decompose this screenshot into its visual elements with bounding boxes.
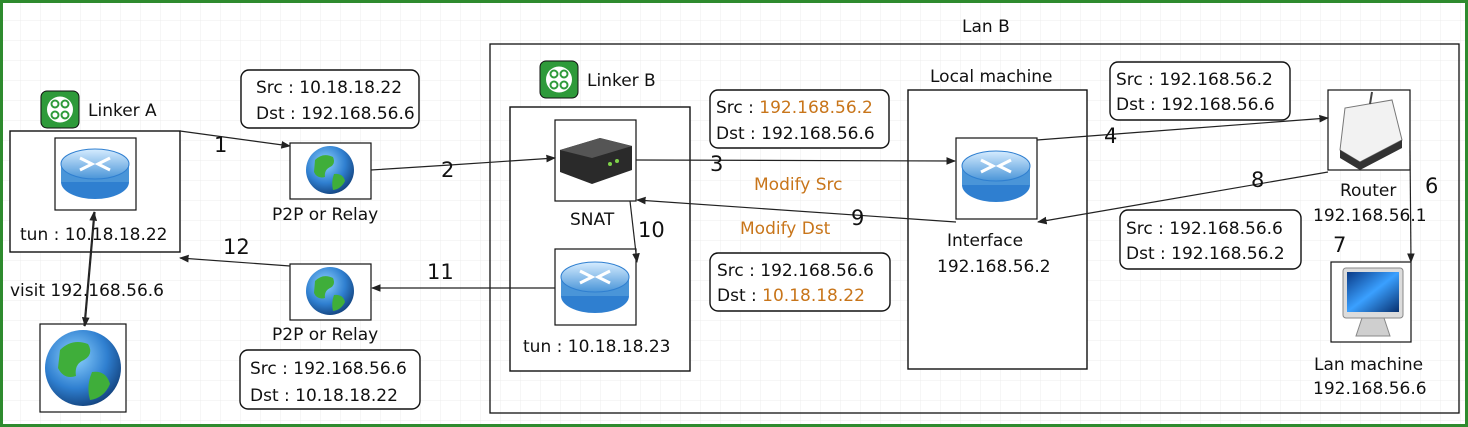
connectors [81,114,1415,327]
svg-text:Dst : 192.168.56.6: Dst : 192.168.56.6 [716,124,875,144]
packet-2-src: 192.168.56.2 [759,98,873,118]
modify-dst-label: Modify Dst [740,219,831,239]
modify-src-label: Modify Src [754,175,843,195]
packet-3-dst-key: Dst : [1116,95,1161,115]
linker-b-tun: tun : 10.18.18.23 [523,337,671,357]
lan-machine-ip: 192.168.56.6 [1313,379,1427,399]
svg-text:Src : 192.168.56.6: Src : 192.168.56.6 [1126,219,1283,239]
svg-text:Src : 192.168.56.2: Src : 192.168.56.2 [716,98,873,118]
packet-4-dst-key: Dst : [1126,244,1171,264]
interface-label: Interface [947,231,1023,251]
svg-text:Dst : 10.18.18.22: Dst : 10.18.18.22 [717,286,865,306]
lan-machine-monitor-icon [1330,261,1412,343]
packet-3-src: 192.168.56.2 [1159,70,1273,90]
p2p-bottom-globe-icon [289,263,372,321]
packet-4-box: Src : 192.168.56.6 Dst : 192.168.56.2 [1119,209,1302,270]
lan-b-box [489,43,1460,414]
packet-6-dst-key: Dst : [250,386,295,406]
svg-text:Src : 10.18.18.22: Src : 10.18.18.22 [256,78,402,98]
packet-6-dst: 10.18.18.22 [295,386,398,406]
snat-label: SNAT [570,210,615,230]
packet-2-dst: 192.168.56.6 [761,124,875,144]
packet-1-dst-key: Dst : [256,104,301,124]
p2p-bottom-label: P2P or Relay [272,325,378,345]
local-machine-box [907,89,1088,370]
step-12: 12 [223,235,250,259]
local-machine-title: Local machine [930,67,1053,87]
step-4: 4 [1104,124,1117,148]
router-device-icon [1327,89,1411,171]
svg-text:Dst : 192.168.56.2: Dst : 192.168.56.2 [1126,244,1285,264]
linker-a-title: Linker A [88,101,157,121]
linker-b-logo [539,60,579,99]
step-10: 10 [638,218,665,242]
packet-2-box: Src : 192.168.56.2 Dst : 192.168.56.6 [709,89,890,149]
router-ip: 192.168.56.1 [1313,206,1427,226]
packet-4-dst: 192.168.56.2 [1171,244,1285,264]
packet-5-dst: 10.18.18.22 [762,286,865,306]
packet-5-src: 192.168.56.6 [760,261,874,281]
packet-4-src: 192.168.56.6 [1169,219,1283,239]
step-2: 2 [441,158,454,182]
interface-ip: 192.168.56.2 [937,257,1051,277]
linker-a-logo [40,90,80,129]
step-8: 8 [1251,168,1264,192]
interface-router-icon [955,137,1038,220]
step-6: 6 [1425,174,1438,198]
lan-machine-title: Lan machine [1314,355,1423,375]
step-7: 7 [1333,233,1346,257]
packet-2-dst-key: Dst : [716,124,761,144]
linker-a-router-icon [54,137,137,211]
packet-1-box: Src : 10.18.18.22 Dst : 192.168.56.6 [240,69,420,129]
step-3: 3 [710,152,723,176]
snat-device-icon [554,119,637,202]
packet-5-dst-key: Dst : [717,286,762,306]
packet-6-box: Src : 192.168.56.6 Dst : 10.18.18.22 [239,349,421,410]
step-9: 9 [851,206,864,230]
packet-1-src: 10.18.18.22 [299,78,402,98]
packet-4-src-key: Src : [1126,219,1169,239]
svg-text:Src : 192.168.56.2: Src : 192.168.56.2 [1116,70,1273,90]
packet-3-src-key: Src : [1116,70,1159,90]
p2p-top-label: P2P or Relay [272,205,378,225]
p2p-top-globe-icon [289,142,372,200]
router-title: Router [1340,181,1396,201]
step-1: 1 [214,133,227,157]
lan-b-title: Lan B [962,17,1010,37]
svg-text:Dst : 10.18.18.22: Dst : 10.18.18.22 [250,386,398,406]
packet-5-src-key: Src : [717,261,760,281]
linker-b-title: Linker B [587,71,656,91]
linker-b-router-icon [554,248,637,326]
packet-6-src-key: Src : [250,359,293,379]
packet-5-box: Src : 192.168.56.6 Dst : 10.18.18.22 [709,252,891,312]
packet-6-src: 192.168.56.6 [293,359,407,379]
linker-a-tun: tun : 10.18.18.22 [20,225,168,245]
svg-text:Dst : 192.168.56.6: Dst : 192.168.56.6 [256,104,415,124]
svg-text:Src : 192.168.56.6: Src : 192.168.56.6 [250,359,407,379]
packet-1-src-key: Src : [256,78,299,98]
svg-text:Dst : 192.168.56.6: Dst : 192.168.56.6 [1116,95,1275,115]
internet-globe-icon [39,323,127,413]
svg-text:Src : 192.168.56.6: Src : 192.168.56.6 [717,261,874,281]
step-11: 11 [427,260,454,284]
packet-1-dst: 192.168.56.6 [301,104,415,124]
packet-2-src-key: Src : [716,98,759,118]
packet-3-dst: 192.168.56.6 [1161,95,1275,115]
packet-3-box: Src : 192.168.56.2 Dst : 192.168.56.6 [1109,61,1291,121]
